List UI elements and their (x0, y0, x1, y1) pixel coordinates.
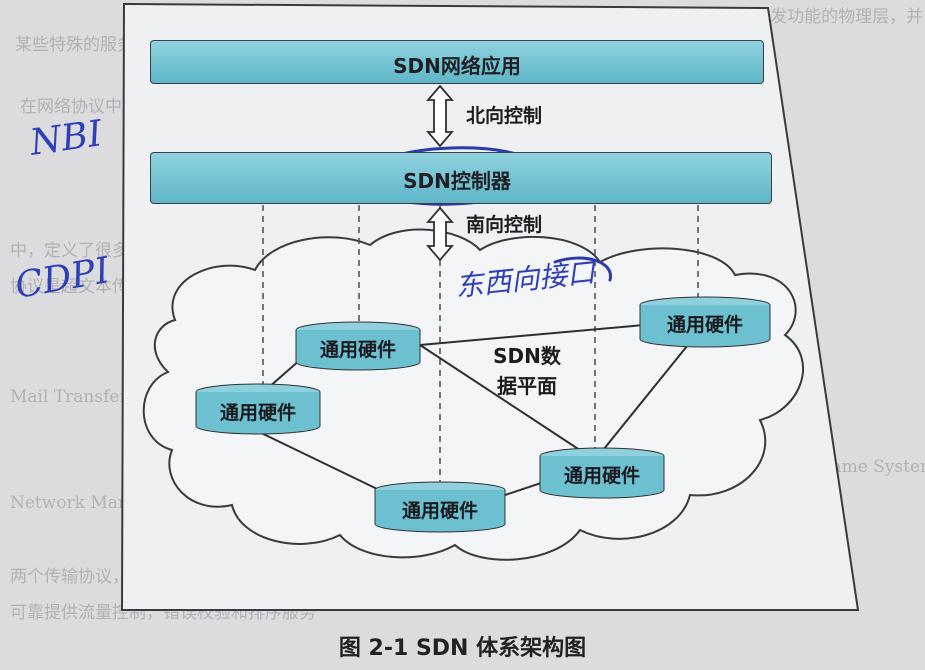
hardware-node: 通用硬件 (374, 481, 506, 533)
data-plane-label: 据平面 (497, 374, 557, 398)
southbound-label: 南向控制 (466, 214, 543, 236)
hardware-node: 通用硬件 (539, 447, 665, 499)
figure-caption: 图 2-1 SDN 体系架构图 (338, 636, 587, 661)
controller-label: SDN控制器 (403, 169, 511, 193)
app-layer-label: SDN网络应用 (393, 54, 521, 78)
hardware-node: 通用硬件 (295, 321, 421, 371)
southbound-arrow (426, 206, 454, 262)
hardware-label: 通用硬件 (402, 499, 478, 522)
northbound-label: 北向控制 (466, 105, 543, 127)
hardware-label: 通用硬件 (564, 464, 640, 487)
hardware-label: 通用硬件 (667, 313, 743, 336)
app-layer-bar: SDN网络应用 (150, 40, 764, 84)
hardware-node: 通用硬件 (639, 296, 771, 348)
hardware-label: 通用硬件 (320, 338, 396, 361)
hardware-node: 通用硬件 (195, 383, 321, 435)
east-west-mark (553, 256, 612, 282)
controller-bar: SDN控制器 (150, 152, 772, 204)
data-plane-label: SDN数 (493, 344, 562, 368)
hardware-label: 通用硬件 (220, 401, 296, 424)
northbound-arrow (426, 84, 454, 148)
